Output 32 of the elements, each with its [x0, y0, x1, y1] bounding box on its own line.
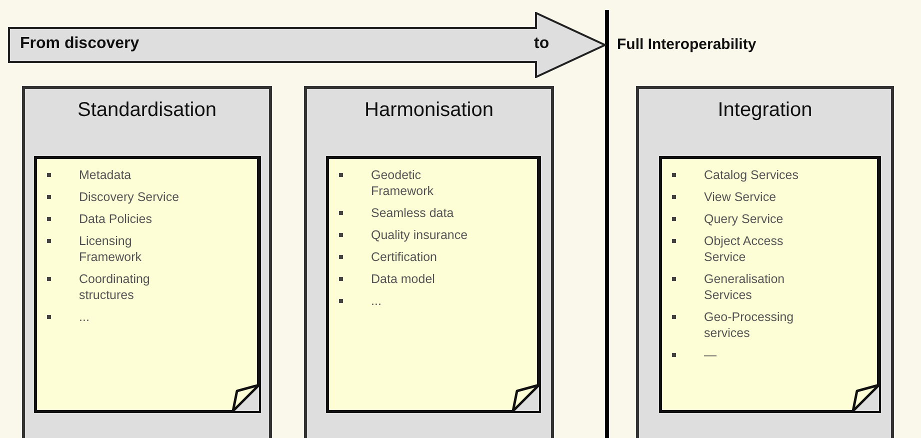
list-item: Geodetic Framework	[371, 167, 435, 199]
phase-heading: Integration	[718, 99, 812, 122]
list-item: ...	[79, 309, 90, 325]
sticky-note	[34, 156, 261, 413]
list-item: View Service	[704, 189, 776, 205]
arrow-label: From discovery	[20, 35, 140, 53]
list-item: Data model	[371, 271, 435, 287]
list-item: Metadata	[79, 167, 132, 183]
list-item: Geo-Processing services	[704, 309, 795, 341]
list-item: Data Policies	[79, 211, 152, 227]
list-item: ...	[371, 293, 382, 309]
sticky-note	[326, 156, 541, 413]
phase-panel	[636, 86, 894, 438]
phase-heading: Harmonisation	[364, 99, 494, 122]
list-item: Generalisation Services	[704, 271, 786, 303]
list-item: Quality insurance	[371, 227, 468, 243]
sticky-note	[659, 156, 881, 413]
goal-label: Full Interoperability	[617, 36, 756, 53]
arrow-label: to	[534, 35, 550, 53]
phase-panel	[22, 86, 272, 438]
list-item: Licensing Framework	[79, 233, 143, 265]
phase-heading: Standardisation	[78, 99, 216, 122]
list-item: Discovery Service	[79, 189, 180, 205]
list-item: Coordinating structures	[79, 271, 151, 303]
list-item: Query Service	[704, 211, 784, 227]
list-item: —	[704, 347, 716, 363]
list-item: Catalog Services	[704, 167, 798, 183]
phase-panel	[304, 86, 554, 438]
list-item: Certification	[371, 249, 437, 265]
list-item: Object Access Service	[704, 233, 784, 265]
list-item: Seamless data	[371, 205, 454, 221]
progress-arrow	[8, 12, 606, 78]
